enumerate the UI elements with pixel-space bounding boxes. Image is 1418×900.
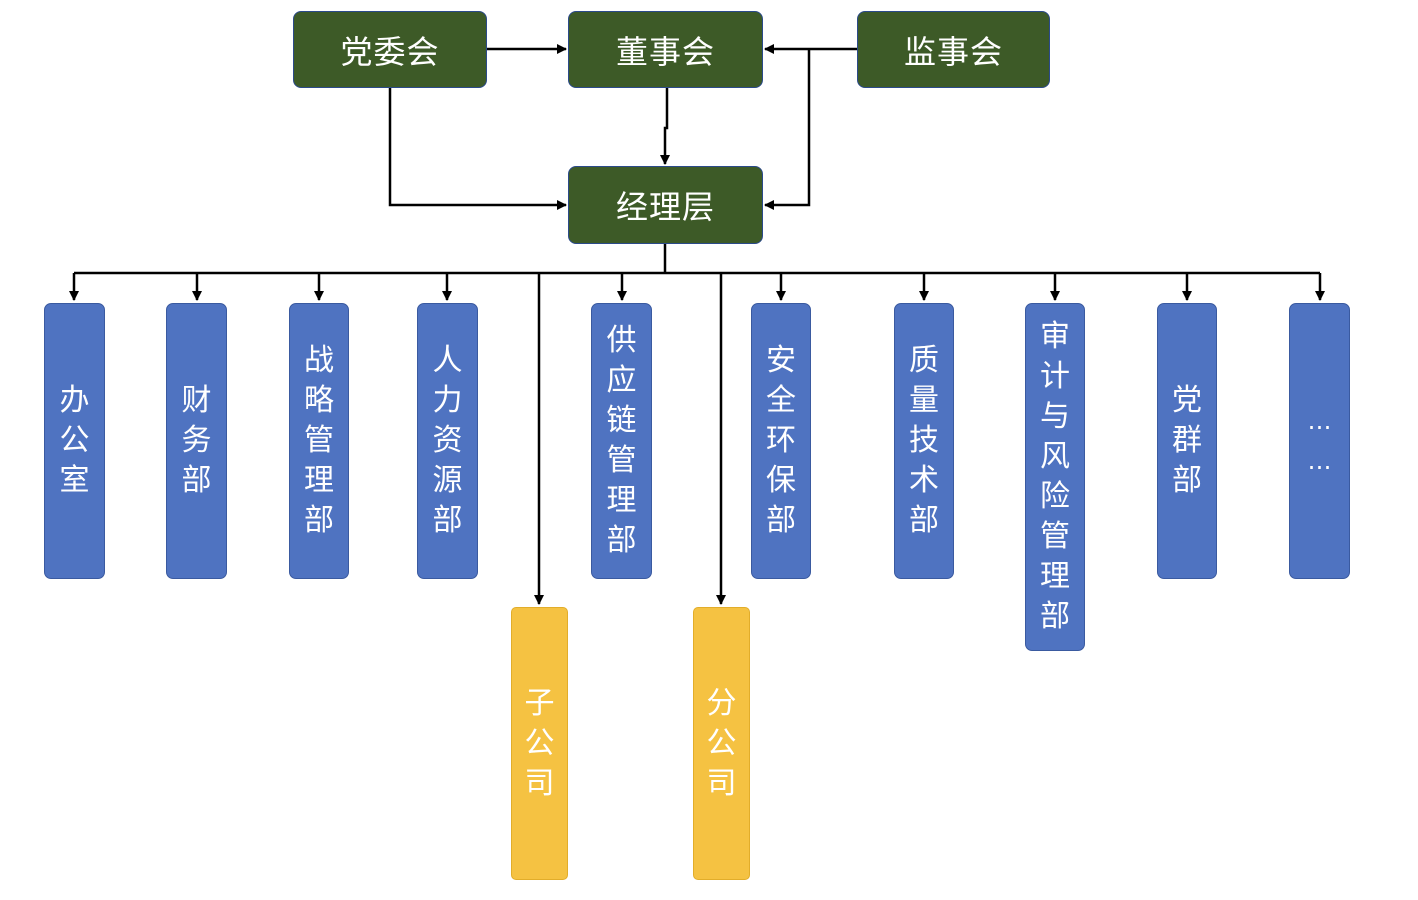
node-board: 董事会 <box>568 11 763 88</box>
dept-label: 办 公 室 <box>59 383 90 498</box>
dept-label: 财 务 部 <box>181 383 212 498</box>
dept-strategy: 战 略 管 理 部 <box>289 303 349 579</box>
dept-label: 战 略 管 理 部 <box>304 343 334 538</box>
dept-hr: 人 力 资 源 部 <box>417 303 478 579</box>
dept-office: 办 公 室 <box>44 303 105 579</box>
node-subsidiary: 子 公 司 <box>511 607 568 880</box>
company-label: 分 公 司 <box>706 685 737 801</box>
dept-label: … … <box>1307 407 1332 475</box>
dept-quality-tech: 质 量 技 术 部 <box>894 303 954 579</box>
node-supervisors: 监事会 <box>857 11 1050 88</box>
dept-label: 人 力 资 源 部 <box>432 343 463 538</box>
dept-label: 质 量 技 术 部 <box>909 343 939 538</box>
arrow-supervisors-to-management <box>764 49 811 210</box>
dept-more: … … <box>1289 303 1350 579</box>
company-label: 子 公 司 <box>524 685 555 801</box>
dept-supply-chain: 供 应 链 管 理 部 <box>591 303 652 579</box>
node-branch: 分 公 司 <box>693 607 750 880</box>
node-party-committee: 党委会 <box>293 11 487 88</box>
node-management: 经理层 <box>568 166 763 244</box>
dept-safety-env: 安 全 环 保 部 <box>751 303 811 579</box>
dept-audit-risk: 审 计 与 风 险 管 理 部 <box>1025 303 1085 651</box>
arrow-party-to-management <box>388 88 567 210</box>
dept-label: 供 应 链 管 理 部 <box>606 323 637 558</box>
dept-label: 安 全 环 保 部 <box>766 343 796 538</box>
dept-label: 审 计 与 风 险 管 理 部 <box>1040 319 1070 634</box>
dept-party-mass: 党 群 部 <box>1157 303 1217 579</box>
dept-label: 党 群 部 <box>1172 383 1202 498</box>
dept-finance: 财 务 部 <box>166 303 227 579</box>
arrow-board-to-management <box>660 88 670 165</box>
